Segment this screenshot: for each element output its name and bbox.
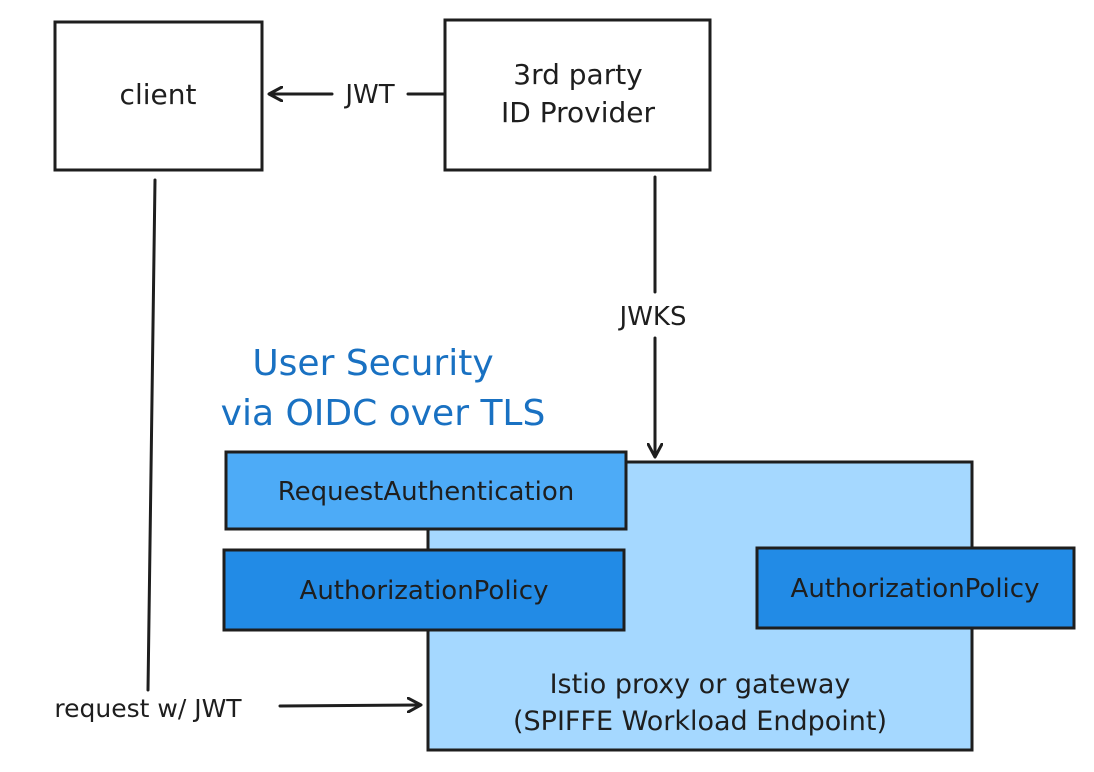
authorization-policy-right-box bbox=[755, 546, 1076, 630]
jwt-edge-label: JWT bbox=[343, 80, 394, 110]
authorization-policy-right-label: AuthorizationPolicy bbox=[791, 574, 1040, 604]
annotation-line2: via OIDC over TLS bbox=[221, 393, 546, 434]
client-box bbox=[53, 20, 264, 172]
annotation: User Security via OIDC over TLS bbox=[221, 343, 546, 434]
authorization-policy-left-label: AuthorizationPolicy bbox=[300, 576, 549, 606]
idp-node: 3rd party ID Provider bbox=[443, 18, 712, 172]
proxy-label-line1: Istio proxy or gateway bbox=[550, 669, 851, 700]
annotation-line1: User Security bbox=[252, 343, 493, 384]
proxy-label-line2: (SPIFFE Workload Endpoint) bbox=[513, 706, 887, 737]
request-authentication-label: RequestAuthentication bbox=[278, 477, 574, 507]
request-edge: request w/ JWT bbox=[54, 178, 420, 723]
request-authentication-box bbox=[224, 450, 628, 531]
client-label: client bbox=[120, 78, 197, 111]
jwks-edge-label: JWKS bbox=[618, 302, 687, 332]
client-node: client bbox=[53, 20, 264, 172]
jwks-edge: JWKS bbox=[618, 175, 687, 456]
idp-label-line2: ID Provider bbox=[501, 96, 655, 129]
authorization-policy-right-node: AuthorizationPolicy bbox=[755, 546, 1076, 630]
request-arrow-line bbox=[278, 705, 420, 706]
client-vertical-line bbox=[146, 178, 157, 692]
jwt-edge: JWT bbox=[270, 80, 446, 110]
authorization-policy-left-box bbox=[222, 548, 626, 632]
request-authentication-node: RequestAuthentication bbox=[224, 450, 628, 531]
authorization-policy-left-node: AuthorizationPolicy bbox=[222, 548, 626, 632]
idp-box bbox=[443, 18, 712, 172]
idp-label-line1: 3rd party bbox=[513, 58, 643, 91]
request-edge-label: request w/ JWT bbox=[54, 694, 242, 723]
